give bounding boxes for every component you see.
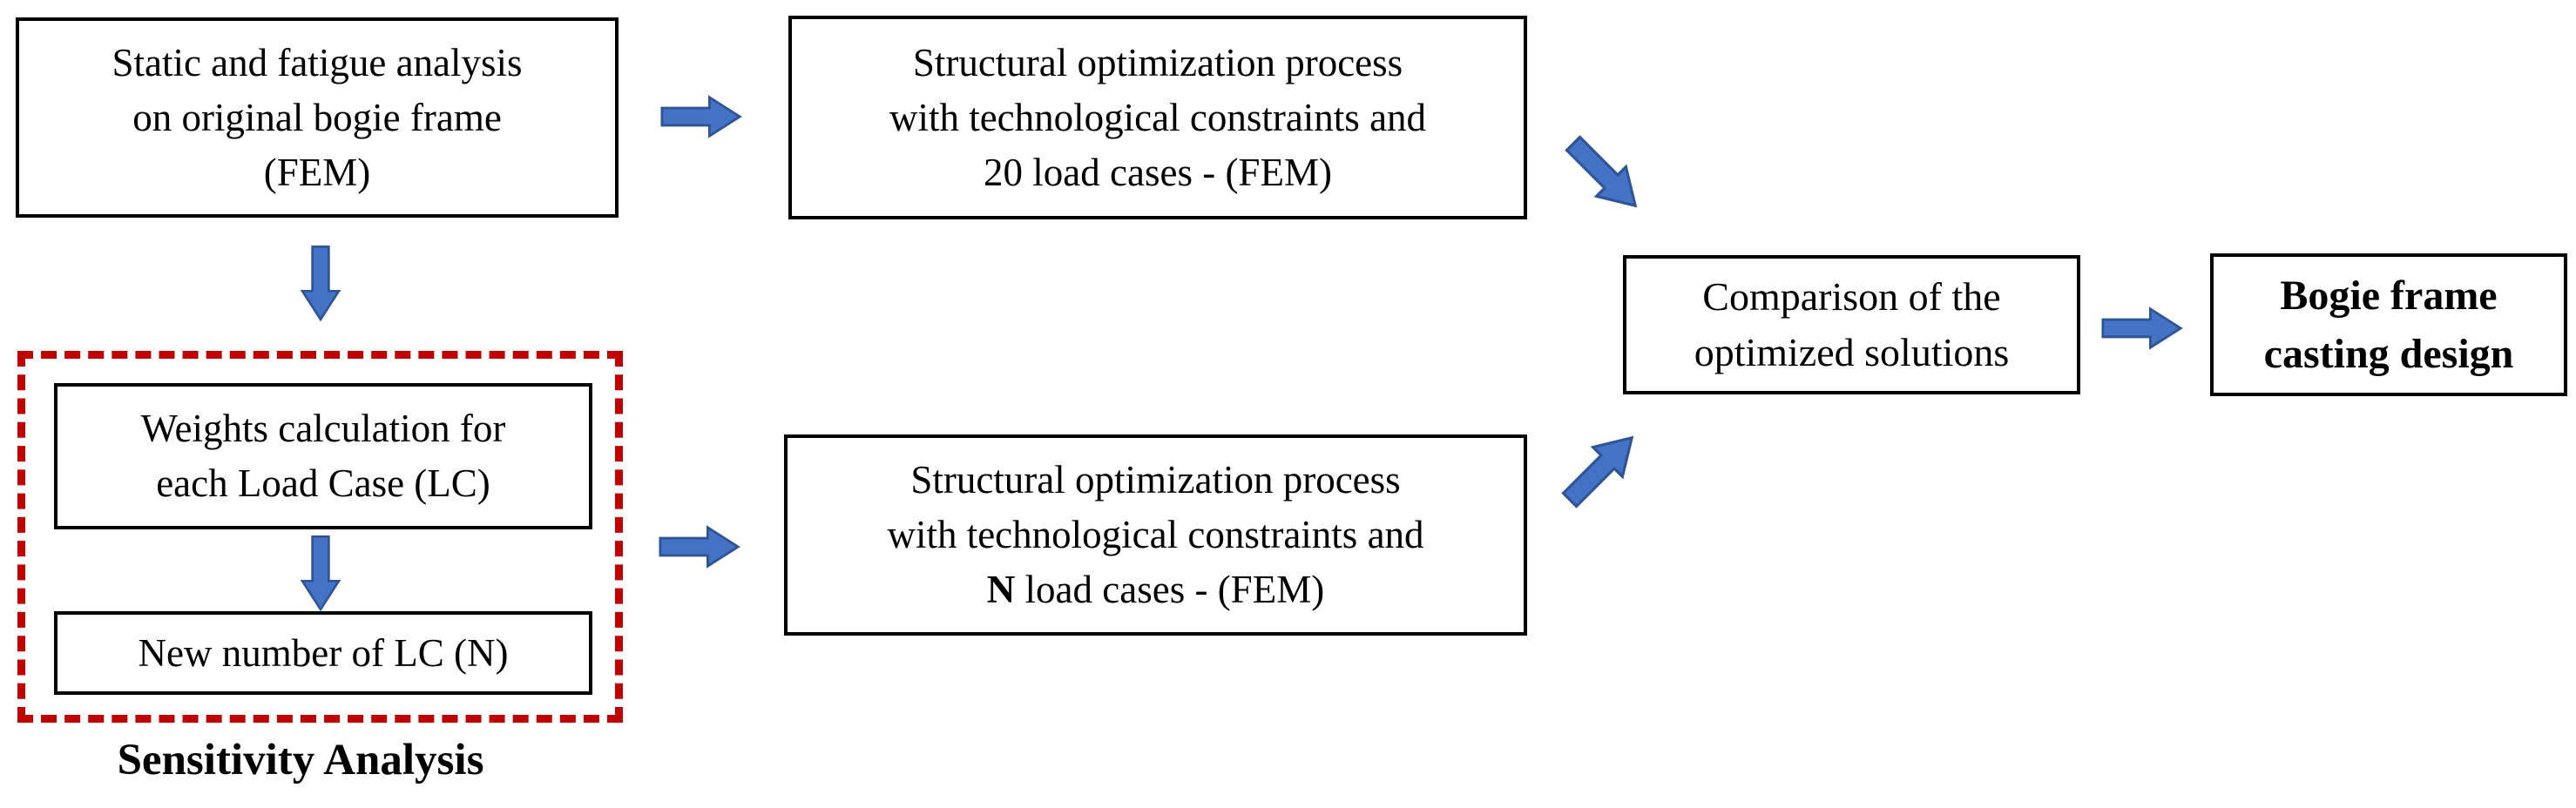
box-text-line: (FEM) bbox=[263, 150, 371, 194]
arrow-down-icon bbox=[300, 245, 342, 322]
box-text-line: on original bogie frame bbox=[132, 95, 502, 139]
flow-box-bogie-frame-casting-design: Bogie frame casting design bbox=[2210, 253, 2567, 396]
flow-box-static-fatigue-analysis: Static and fatigue analysis on original … bbox=[16, 17, 619, 218]
box-text-line: Static and fatigue analysis bbox=[112, 40, 523, 84]
arrow-right-icon bbox=[660, 94, 742, 139]
box-text-rest: load cases - (FEM) bbox=[1015, 568, 1325, 611]
bold-n-symbol: N bbox=[986, 568, 1016, 611]
box-text-line: optimized solutions bbox=[1694, 330, 2010, 374]
box-text-line: each Load Case (LC) bbox=[156, 461, 490, 505]
arrow-diagonal-up-right-icon bbox=[1552, 419, 1652, 519]
box-text-line: New number of LC (N) bbox=[138, 630, 509, 675]
box-text-line: Bogie frame bbox=[2280, 272, 2498, 319]
flow-box-new-number-lc: New number of LC (N) bbox=[54, 611, 592, 695]
flow-box-weights-calculation: Weights calculation for each Load Case (… bbox=[54, 383, 592, 529]
box-text-line: 20 load cases - (FEM) bbox=[984, 150, 1332, 194]
box-text-line: Structural optimization process bbox=[912, 40, 1403, 84]
arrow-right-icon bbox=[2101, 306, 2183, 351]
sensitivity-analysis-label: Sensitivity Analysis bbox=[117, 736, 484, 784]
box-text-line: Structural optimization process bbox=[910, 458, 1401, 502]
flow-box-optimization-20-load-cases: Structural optimization process with tec… bbox=[788, 16, 1527, 219]
box-text-line: N load cases - (FEM) bbox=[987, 562, 1324, 617]
box-text-line: Comparison of the bbox=[1702, 273, 2001, 319]
box-text-line: with technological constraints and bbox=[887, 513, 1424, 556]
arrow-right-icon bbox=[659, 524, 740, 569]
flow-box-comparison: Comparison of the optimized solutions bbox=[1623, 255, 2080, 394]
flow-box-optimization-n-load-cases: Structural optimization process with tec… bbox=[784, 434, 1527, 636]
box-text-line: casting design bbox=[2263, 331, 2514, 377]
box-text-line: Weights calculation for bbox=[140, 407, 506, 450]
arrow-down-icon bbox=[300, 535, 342, 612]
box-text-line: with technological constraints and bbox=[889, 95, 1427, 139]
arrow-diagonal-down-right-icon bbox=[1555, 125, 1655, 226]
sensitivity-analysis-dashed-frame bbox=[17, 351, 623, 723]
